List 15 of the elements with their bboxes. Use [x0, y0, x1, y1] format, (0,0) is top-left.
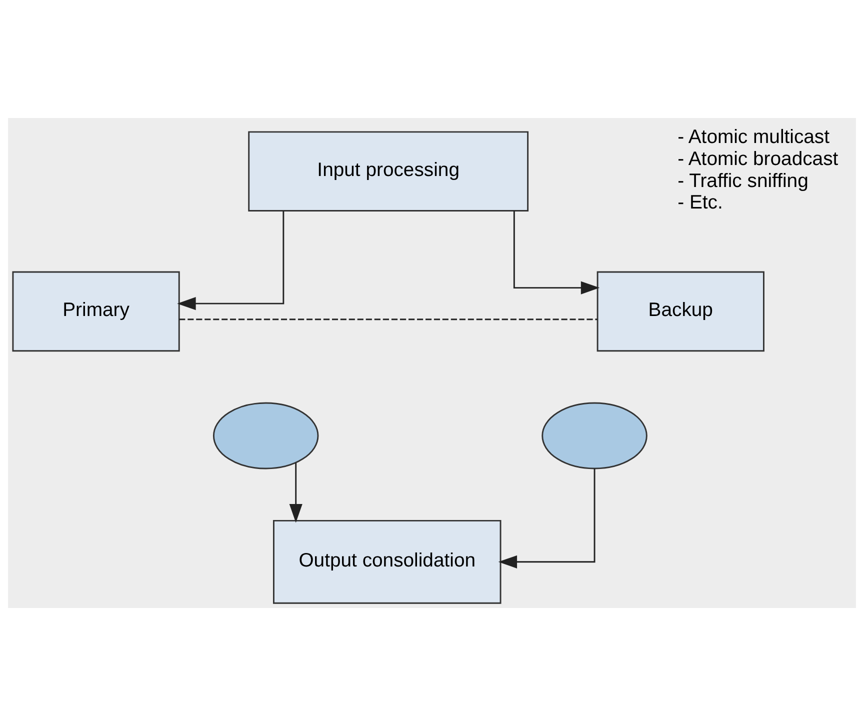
node-ellipse	[542, 402, 648, 469]
connector	[179, 318, 598, 320]
node-box: Backup	[596, 270, 764, 352]
arrow	[513, 210, 600, 294]
node-label: - Atomic multicast	[678, 126, 830, 148]
node-label: - Traffic sniffing	[678, 169, 808, 192]
arrow	[177, 210, 284, 310]
node-ellipse	[212, 402, 319, 469]
arrow	[289, 462, 302, 522]
node-box: Primary	[12, 270, 180, 352]
arrow	[498, 468, 596, 568]
node-label: - Etc.	[678, 191, 723, 214]
node-label: - Atomic broadcast	[678, 148, 838, 170]
node-box: Output consolidation	[273, 519, 502, 604]
node-box: Input processing	[248, 130, 529, 212]
